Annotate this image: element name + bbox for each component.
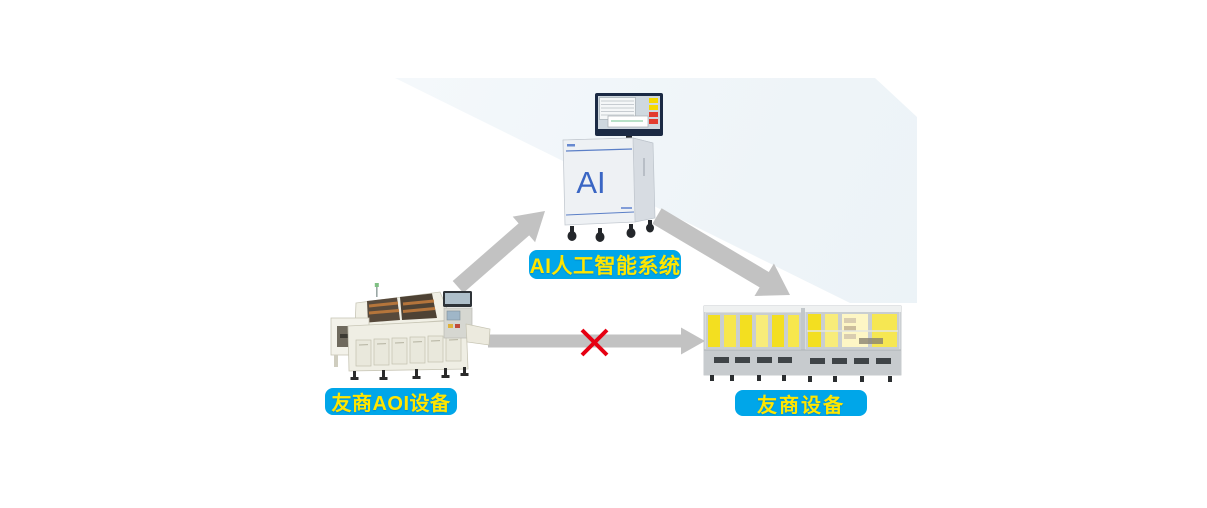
cabinet-casters bbox=[567, 220, 654, 242]
cabinet-ai-text: AI bbox=[576, 165, 605, 200]
base-cabinet bbox=[704, 349, 901, 375]
monitor-screen bbox=[599, 97, 658, 128]
module-divider bbox=[801, 308, 805, 374]
vendor-machine-image bbox=[703, 305, 902, 382]
cabinet: AI bbox=[562, 137, 656, 242]
cabinet-model-mark bbox=[621, 207, 632, 209]
control-panel bbox=[443, 291, 473, 339]
arrow-ai-to-vendor bbox=[652, 208, 790, 296]
machine-feet bbox=[350, 367, 469, 380]
aoi-machine-image bbox=[330, 283, 491, 380]
vendor-device-label: 友商设备 bbox=[733, 388, 869, 418]
machine-body bbox=[347, 319, 469, 372]
cabinet-brand-mark bbox=[567, 144, 575, 147]
outfeed-table bbox=[465, 323, 491, 346]
arrow-aoi-to-ai bbox=[452, 211, 545, 293]
ai-system-machine-image: AI bbox=[562, 93, 663, 242]
yellow-window-panels bbox=[706, 313, 801, 349]
ai-system-label: AI人工智能系统 bbox=[527, 248, 683, 281]
aoi-device-label: 友商AOI设备 bbox=[323, 386, 459, 417]
signal-tower bbox=[376, 283, 378, 297]
blocked-cross-icon bbox=[580, 328, 609, 357]
interior-shelves bbox=[807, 318, 898, 344]
machine-casters bbox=[710, 375, 892, 382]
